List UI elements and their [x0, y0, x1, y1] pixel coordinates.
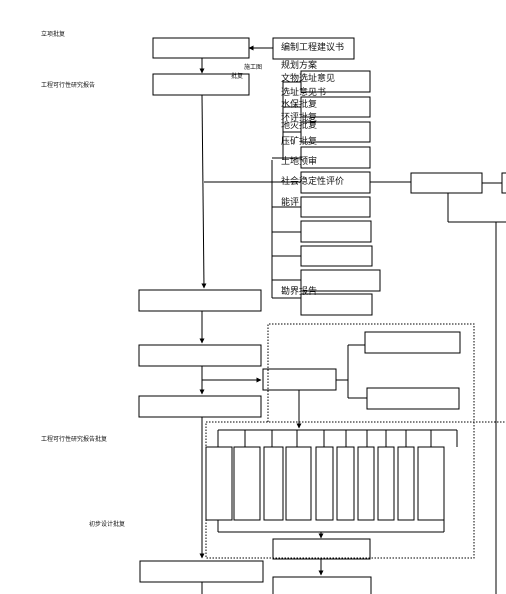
item-box	[300, 196, 371, 218]
item-seismic: 地灾批复	[281, 121, 318, 131]
item-mineral: 压矿批复	[281, 137, 318, 147]
bottom-box-1	[272, 538, 371, 560]
sub-box	[205, 446, 233, 521]
item-water: 水保批复	[281, 100, 318, 110]
sub-box	[377, 446, 395, 521]
right-box-2	[501, 172, 506, 194]
label-construction: 施工图	[244, 64, 263, 71]
item-box	[300, 245, 373, 267]
sub-box	[263, 446, 284, 521]
branch-box-2	[366, 387, 460, 410]
branch-box-1	[364, 331, 461, 354]
label-feasibility: 工程可行性研究报告	[41, 82, 96, 89]
item-energy: 能评	[281, 198, 300, 208]
label-approval: 批复	[231, 73, 244, 80]
item-land: 土地预审	[281, 157, 318, 167]
right-box-1	[410, 172, 483, 194]
project-box	[152, 37, 250, 59]
stage-box-2	[138, 344, 262, 367]
bottom-box-2	[272, 576, 372, 594]
sub-box	[336, 446, 355, 521]
item-heritage: 文物选址意见	[281, 74, 336, 84]
sub-box	[315, 446, 334, 521]
sub-box	[285, 446, 312, 521]
stage-box-4	[139, 560, 264, 583]
sub-box	[233, 446, 261, 521]
sub-box	[397, 446, 415, 521]
item-proposal: 编制工程建议书	[281, 43, 345, 53]
item-box	[300, 293, 373, 316]
sub-box	[357, 446, 375, 521]
item-social: 社会稳定性评价	[281, 177, 345, 187]
stage-box-1	[138, 289, 262, 312]
feasibility-box	[152, 73, 250, 96]
item-plan: 规划方案	[281, 61, 318, 71]
label-lixiang: 立项批复	[41, 31, 66, 38]
item-site-letter: 选址意见书	[281, 88, 327, 98]
label-preliminary-design: 初步设计批复	[89, 521, 126, 528]
item-survey: 勘界报告	[281, 287, 318, 297]
stage-box-3	[138, 395, 262, 418]
label-feasibility-approval: 工程可行性研究报告批复	[41, 436, 108, 443]
item-box	[300, 220, 372, 243]
sub-box	[417, 446, 445, 521]
item-env: 环评批复	[281, 113, 318, 123]
center-box	[262, 368, 337, 391]
